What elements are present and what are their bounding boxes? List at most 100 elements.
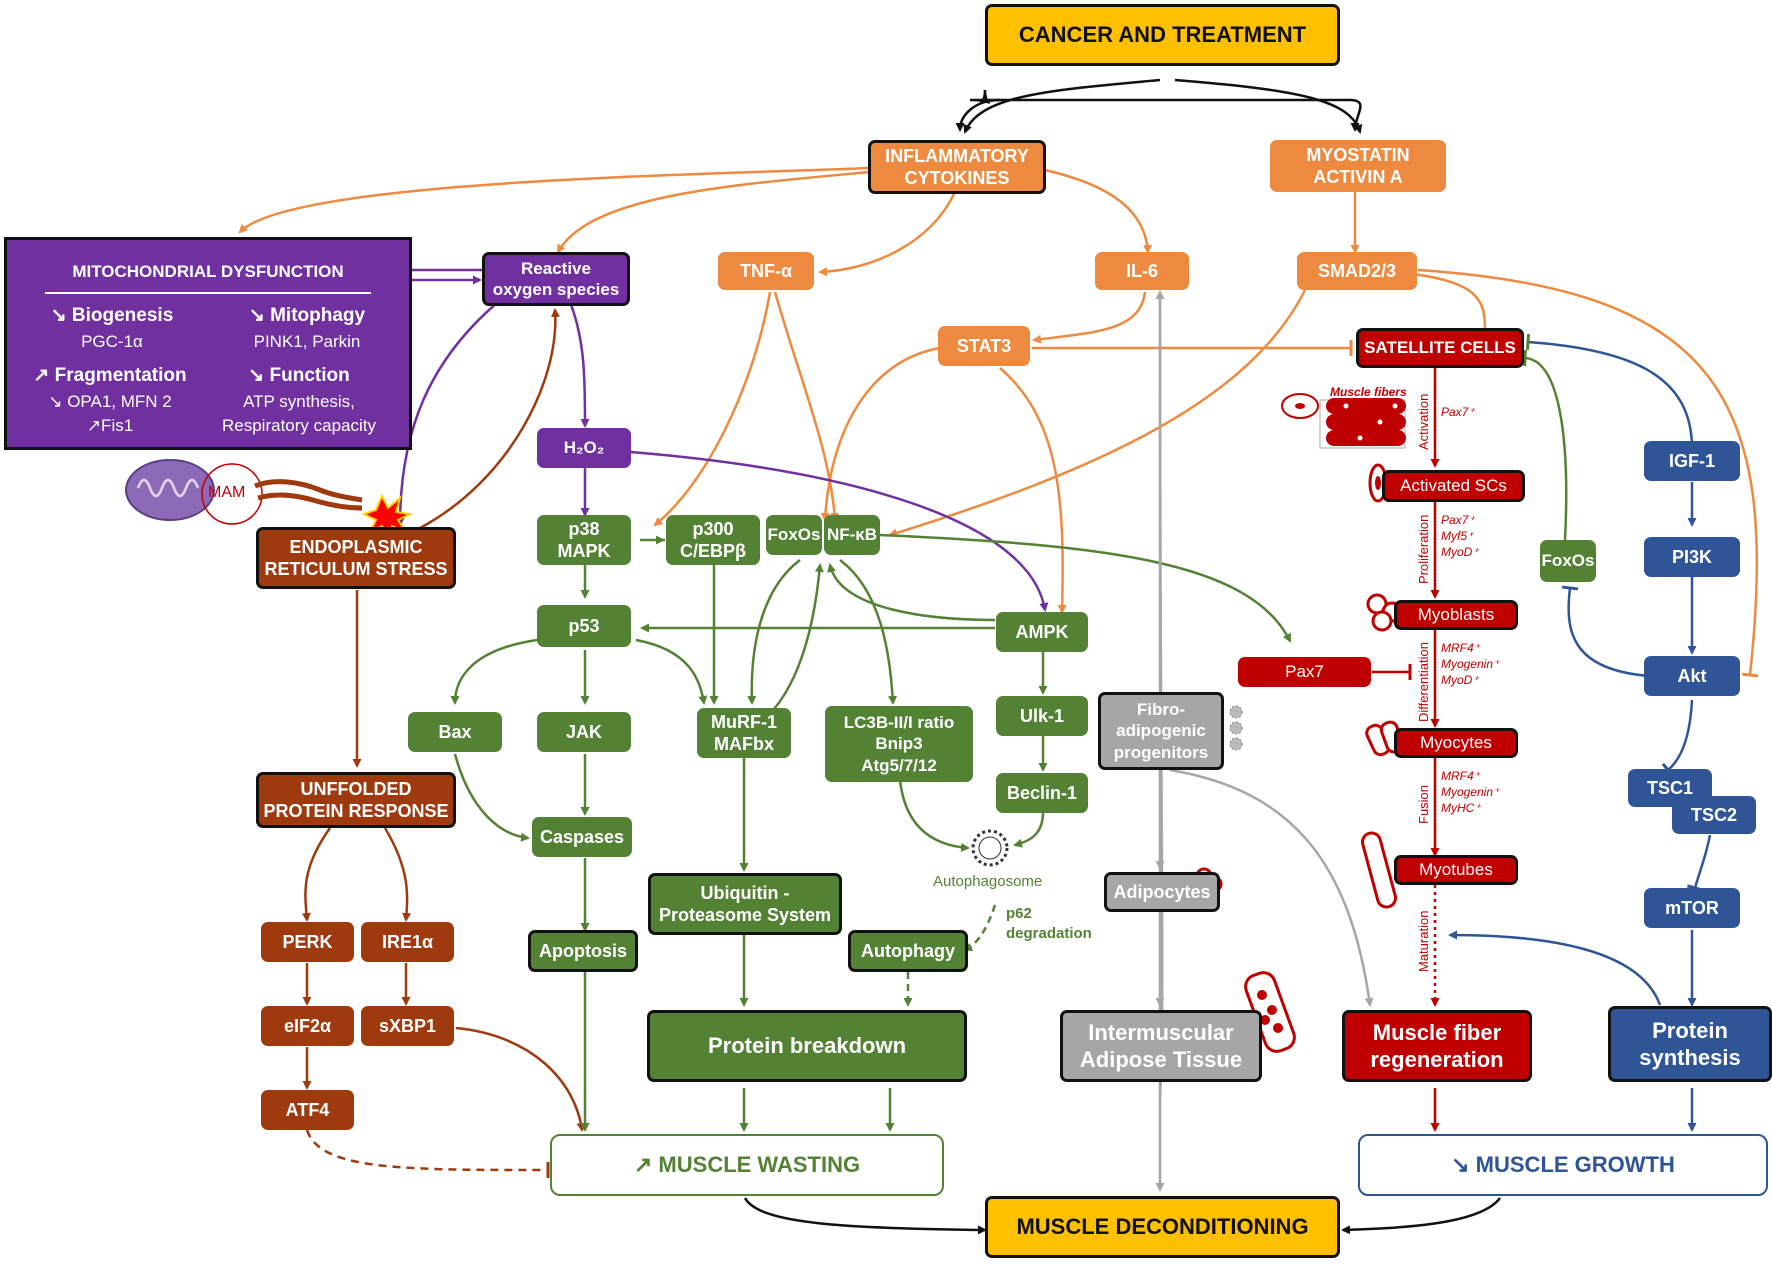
bax-box: Bax: [408, 712, 502, 752]
edge-smad-foxo: [888, 289, 1307, 538]
lc3b-box: LC3B-II/I ratio Bnip3 Atg5/7/12: [825, 706, 973, 782]
ire1-box: IRE1α: [361, 922, 454, 962]
proliferation-markers: Pax7⁺ Myf5⁺ MyoD⁺: [1441, 513, 1479, 560]
edge-foxos-satellite: [1523, 349, 1568, 541]
muscle-fiber-regeneration-box: Muscle fiber regeneration: [1342, 1010, 1532, 1082]
igf1-box: IGF-1: [1644, 441, 1740, 481]
edge-ros-h2o2: [568, 301, 590, 428]
edge-upr-perk: [301, 827, 332, 922]
biogenesis-value: PGC-1α: [81, 331, 143, 351]
inflammatory-cytokines-box: INFLAMMATORY CYTOKINES: [868, 140, 1046, 194]
p38-mapk-box: p38 MAPK: [537, 515, 631, 565]
muscle-growth-box: ↘ MUSCLE GROWTH: [1358, 1134, 1768, 1196]
mito-title: MITOCHONDRIAL DYSFUNCTION: [72, 262, 344, 281]
activated-scs-box: Activated SCs: [1382, 470, 1525, 502]
satellite-cells-box: SATELLITE CELLS: [1356, 328, 1524, 368]
eif2-box: eIF2α: [261, 1006, 354, 1046]
muscle-wasting-box: ↗ MUSCLE WASTING: [550, 1134, 944, 1196]
ulk1-box: Ulk-1: [996, 696, 1088, 736]
er-stress-box: ENDOPLASMIC RETICULUM STRESS: [256, 527, 456, 589]
edge-murf-nfkb: [749, 563, 824, 732]
stat3-box: STAT3: [938, 326, 1030, 366]
protein-synthesis-box: Protein synthesis: [1608, 1006, 1772, 1082]
cancer-treatment-box: CANCER AND TREATMENT: [985, 4, 1340, 66]
edge-lc3-autophagosome: [898, 779, 970, 852]
imat-box: Intermuscular Adipose Tissue: [1060, 1010, 1262, 1082]
edge-er-ros: [419, 308, 560, 530]
er-membrane-icon: [201, 463, 363, 525]
edge-cancer-inflammatory: [963, 78, 1161, 134]
muscle-wasting-label: ↗ MUSCLE WASTING: [633, 1152, 861, 1177]
function-value-1: ATP synthesis,: [243, 391, 355, 411]
muscle-growth-label: ↘ MUSCLE GROWTH: [1451, 1152, 1675, 1177]
edge-wasting-decond: [743, 1197, 987, 1235]
edge-autophagosome-autophagy: [963, 904, 997, 952]
murf1-box: MuRF-1 MAFbx: [697, 708, 791, 758]
adipocytes-box: Adipocytes: [1104, 872, 1220, 912]
activation-label: Activation: [1416, 393, 1431, 450]
h2o2-box: H₂O₂: [537, 428, 631, 468]
foxos-box: FoxOs: [766, 515, 822, 555]
fap-box: Fibro- adipogenic progenitors: [1098, 692, 1224, 770]
differentiation-markers: MRF4⁺ Myogenin⁺ MyoD⁺: [1441, 641, 1500, 688]
myoblasts-box: Myoblasts: [1394, 600, 1518, 630]
maturation-label: Maturation: [1416, 910, 1431, 972]
apoptosis-box: Apoptosis: [528, 930, 638, 972]
edge-h2o2-ampk: [629, 450, 1049, 612]
ampk-box: AMPK: [996, 612, 1088, 652]
differentiation-label: Differentiation: [1416, 642, 1431, 722]
mitophagy-value: PINK1, Parkin: [253, 331, 361, 351]
edge-cancer-myo2: [1174, 78, 1363, 134]
proliferation-label: Proliferation: [1416, 514, 1431, 584]
edge-atf4-wasting: [305, 1129, 550, 1179]
smad23-box: SMAD2/3: [1297, 252, 1417, 290]
mito-divider: [45, 292, 371, 294]
tnf-alpha-box: TNF-α: [718, 252, 814, 290]
muscle-fibers-label: Muscle fibers: [1330, 385, 1407, 399]
edge-beclin-autophagosome: [1013, 811, 1045, 848]
edge-foxo-murf: [747, 559, 801, 705]
edge-inflam-il6: [1044, 168, 1152, 254]
edge-upr-ire1: [383, 827, 412, 922]
akt-box: Akt: [1644, 656, 1740, 696]
biogenesis-heading: ↘ Biogenesis: [50, 305, 174, 326]
upr-box: UNFFOLDED PROTEIN RESPONSE: [256, 772, 456, 828]
autophagy-box: Autophagy: [848, 930, 968, 972]
fragmentation-heading: ↗ Fragmentation: [33, 365, 187, 386]
sxbp1-box: sXBP1: [361, 1006, 454, 1046]
function-block: ↘ Function ATP synthesis, Respiratory ca…: [189, 362, 409, 439]
function-heading: ↘ Function: [248, 365, 350, 386]
edge-inflam-ros: [556, 170, 871, 254]
mitophagy-heading: ↘ Mitophagy: [248, 305, 366, 326]
myotubes-icon: [1360, 831, 1398, 909]
protein-breakdown-box: Protein breakdown: [647, 1010, 967, 1082]
ros-box: Reactive oxygen species: [482, 252, 630, 306]
fragmentation-value-1: ↘ OPA1, MFN 2: [48, 391, 172, 411]
fusion-markers: MRF4⁺ Myogenin⁺ MyHC⁺: [1441, 769, 1500, 816]
edge-bax-caspases: [453, 753, 530, 842]
pax7-plus-label: Pax7⁺: [1441, 405, 1475, 419]
edge-growth-decond: [1341, 1197, 1502, 1235]
myotubes-box: Myotubes: [1394, 855, 1518, 885]
mitophagy-block: ↘ Mitophagy PINK1, Parkin: [217, 302, 397, 354]
p62-label: p62 degradation: [1006, 905, 1092, 942]
ups-box: Ubiquitin - Proteasome System: [648, 873, 842, 935]
edge-stat3-foxo: [820, 346, 941, 522]
edge-cancer-inflam: [955, 89, 1001, 132]
atf4-box: ATF4: [261, 1090, 354, 1130]
edge-stat3-ampk: [999, 367, 1067, 614]
edge-akt-tsc: [1661, 699, 1694, 778]
biogenesis-block: ↘ Biogenesis PGC-1α: [27, 302, 197, 354]
edge-nfkb-pax7: [879, 533, 1292, 643]
muscle-deconditioning-box: MUSCLE DECONDITIONING: [985, 1196, 1340, 1258]
muscle-fibers-icon: [1281, 393, 1406, 449]
mtor-box: mTOR: [1644, 888, 1740, 928]
edge-smad-satellite: [1394, 270, 1494, 332]
edge-smad-akt: [1417, 268, 1759, 678]
fragmentation-block: ↗ Fragmentation ↘ OPA1, MFN 2 ↗Fis1: [15, 362, 205, 439]
edge-inflam-tnf: [818, 191, 957, 277]
p53-box: p53: [537, 605, 631, 647]
edge-il6-stat3: [1032, 291, 1147, 344]
edge-p53-bax: [450, 638, 538, 705]
fap-icon: [1229, 705, 1243, 751]
